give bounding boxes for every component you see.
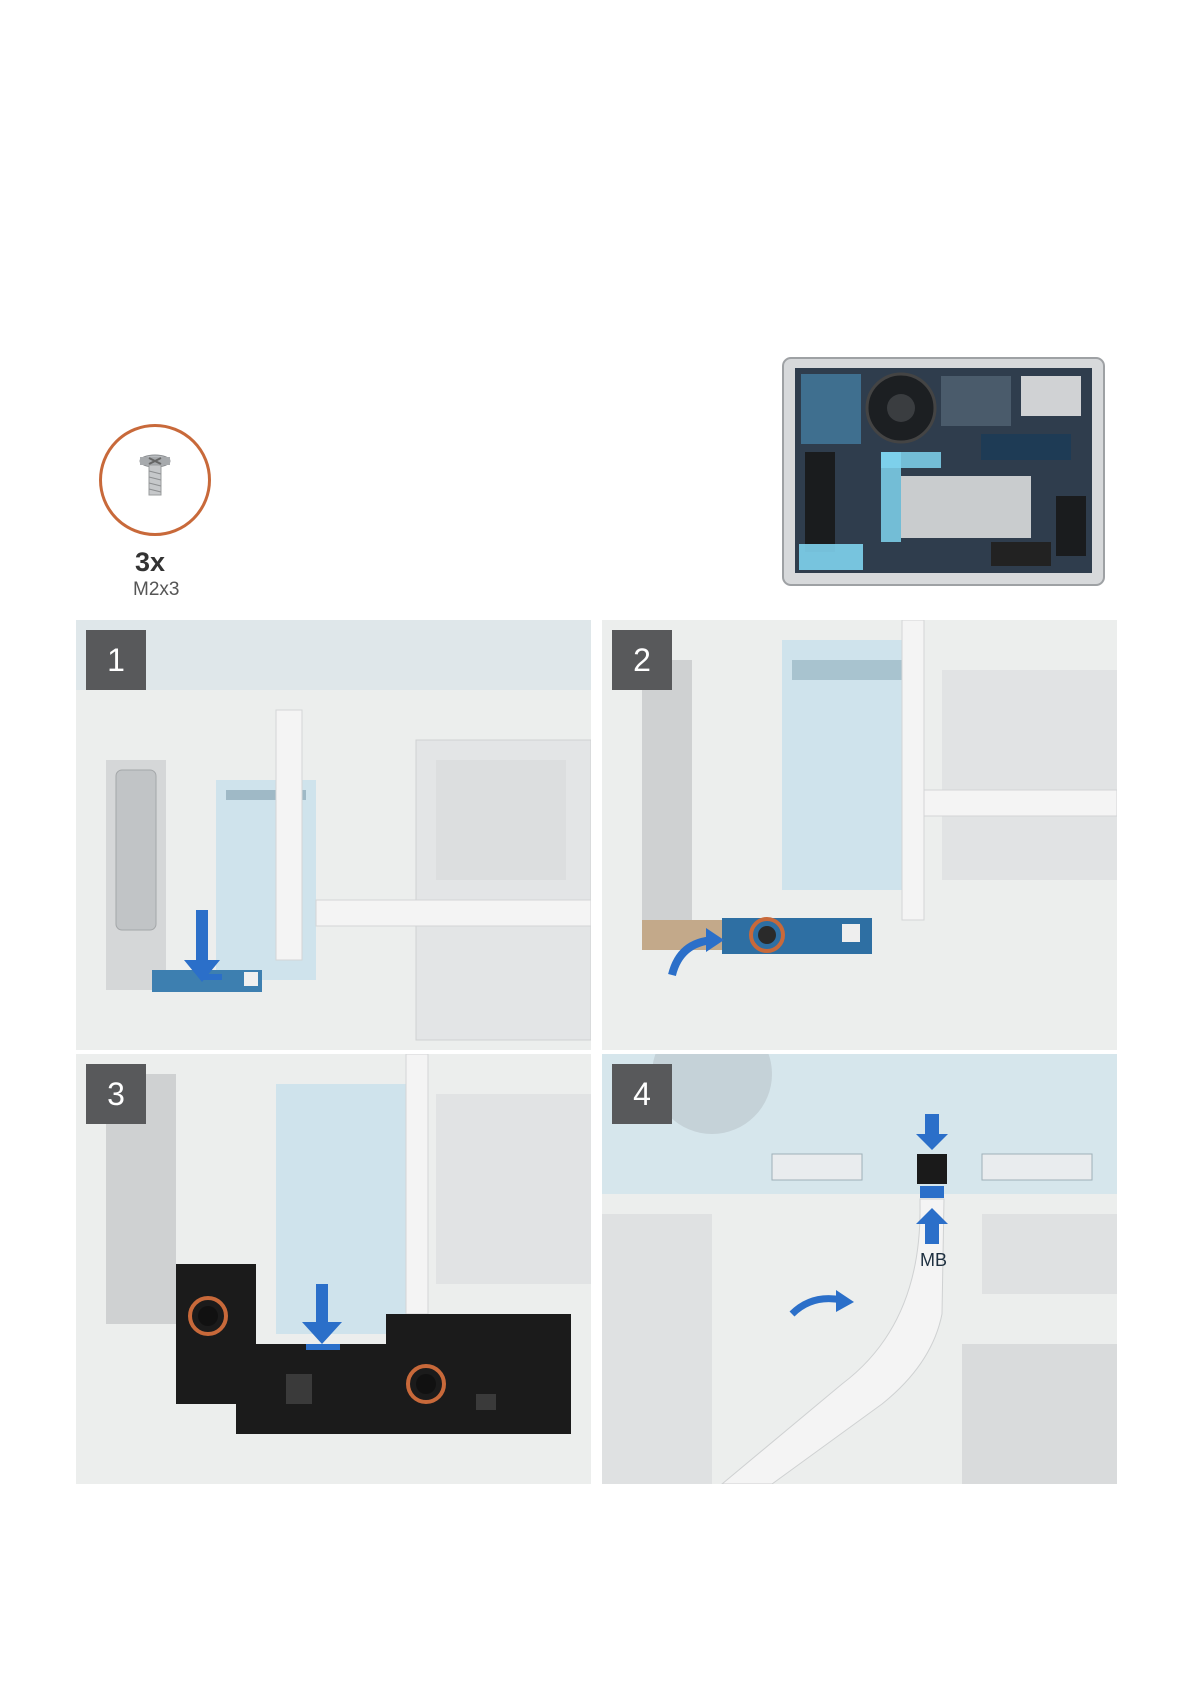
overview-laptop-image — [781, 356, 1106, 587]
step-4-panel: MB 4 — [602, 1054, 1117, 1484]
step-3-panel: 3 — [76, 1054, 591, 1484]
step-4-illustration: MB — [602, 1054, 1117, 1484]
screw-callout-circle — [99, 424, 211, 536]
step-2-illustration — [602, 620, 1117, 1050]
step-3-badge: 3 — [86, 1064, 146, 1124]
screw-size-label: M2x3 — [133, 579, 179, 601]
step-2-panel: 2 — [602, 620, 1117, 1050]
mb-connector-label: MB — [920, 1250, 947, 1270]
step-1-illustration — [76, 620, 591, 1050]
step-1-panel: 1 — [76, 620, 591, 1050]
step-3-illustration — [76, 1054, 591, 1484]
step-1-badge: 1 — [86, 630, 146, 690]
screw-quantity: 3x — [135, 547, 165, 578]
screw-icon — [102, 427, 208, 533]
step-4-badge: 4 — [612, 1064, 672, 1124]
step-2-badge: 2 — [612, 630, 672, 690]
